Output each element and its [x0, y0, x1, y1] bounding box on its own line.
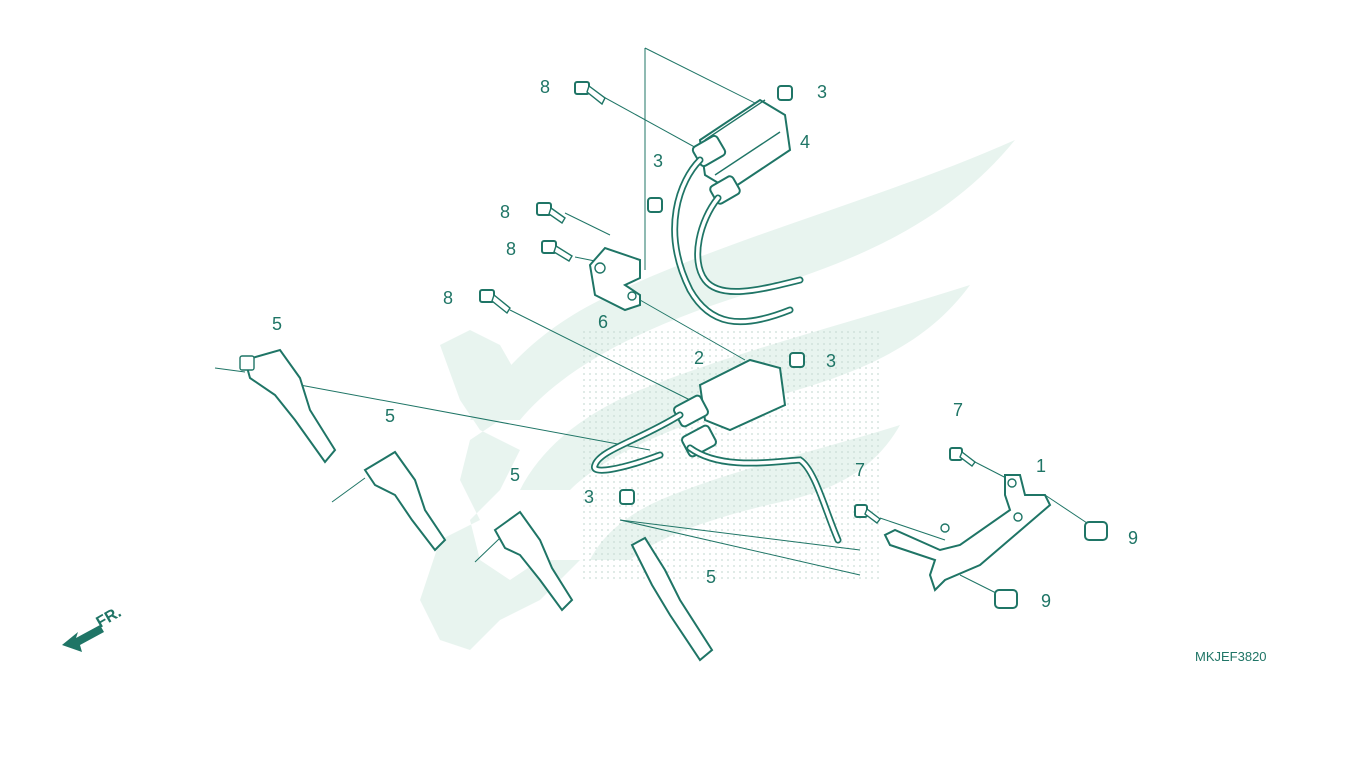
- callout-3-b: 3: [653, 151, 663, 171]
- callout-2: 2: [694, 348, 704, 368]
- spark-plug-cap-1[interactable]: [239, 348, 337, 464]
- bolt-8-d[interactable]: [479, 289, 511, 315]
- bolt-8-c[interactable]: [541, 240, 573, 262]
- nut-3-d[interactable]: [619, 489, 635, 505]
- arrow-icon: [62, 625, 104, 652]
- collar-9-a[interactable]: [1084, 521, 1108, 541]
- callout-5-a: 5: [272, 314, 282, 334]
- callout-8-c: 8: [506, 239, 516, 259]
- front-direction-arrow: FR.: [62, 604, 124, 652]
- callout-labels: 8 3 4 3 8 8 8 6 5 2 3 5 7 1 7 5 3 9 5 9: [272, 77, 1138, 611]
- mount-bracket[interactable]: [883, 474, 1052, 592]
- lower-ignition-coil[interactable]: [591, 358, 842, 544]
- callout-4: 4: [800, 132, 810, 152]
- callout-3-a: 3: [817, 82, 827, 102]
- spark-plug-cap-3[interactable]: [493, 510, 574, 612]
- spark-plug-cap-2[interactable]: [363, 450, 447, 552]
- callout-9-b: 9: [1041, 591, 1051, 611]
- callout-1: 1: [1036, 456, 1046, 476]
- callout-9-a: 9: [1128, 528, 1138, 548]
- callout-6: 6: [598, 312, 608, 332]
- nut-3-b[interactable]: [647, 197, 663, 213]
- screw-7-b[interactable]: [854, 504, 881, 524]
- callout-3-d: 3: [584, 487, 594, 507]
- leader-lines: [214, 47, 1091, 596]
- callout-3-c: 3: [826, 351, 836, 371]
- diagram-code: MKJEF3820: [1195, 649, 1267, 664]
- collar-9-b[interactable]: [994, 589, 1018, 609]
- callout-7-b: 7: [855, 460, 865, 480]
- coil-bracket[interactable]: [588, 246, 641, 312]
- callout-7-a: 7: [953, 400, 963, 420]
- callout-8-d: 8: [443, 288, 453, 308]
- callout-5-b: 5: [385, 406, 395, 426]
- bolt-8-a[interactable]: [574, 81, 606, 106]
- nut-3-c[interactable]: [789, 352, 805, 368]
- upper-ignition-coil[interactable]: [671, 98, 804, 326]
- nut-3-a[interactable]: [777, 85, 793, 101]
- callout-8-b: 8: [500, 202, 510, 222]
- spark-plug-cap-4[interactable]: [630, 536, 714, 662]
- screw-7-a[interactable]: [949, 447, 976, 467]
- callout-5-d: 5: [706, 567, 716, 587]
- bolt-8-b[interactable]: [536, 202, 566, 225]
- callout-5-c: 5: [510, 465, 520, 485]
- callout-8-a: 8: [540, 77, 550, 97]
